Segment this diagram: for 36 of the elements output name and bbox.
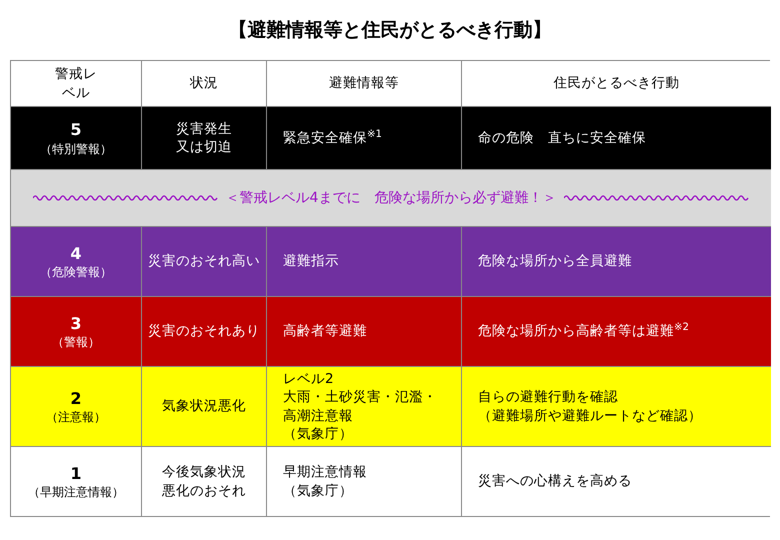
cell-text: 災害発生又は切迫 — [175, 120, 233, 156]
cell-text: 3 — [70, 312, 82, 334]
cell-text: 災害のおそれ高い — [148, 252, 260, 271]
cell-text: （避難場所や避難ルートなど確認） — [478, 406, 702, 425]
cell-text: 自らの避難行動を確認 — [478, 388, 618, 406]
cell-text: （警報） — [52, 334, 100, 350]
cell-text: 高齢者等避難 — [283, 322, 367, 341]
cell-text: 警戒レベル — [54, 65, 98, 102]
cell-text: 危険な場所から全員避難 — [478, 252, 632, 271]
cell-text: （危険警報） — [40, 264, 112, 280]
cell-text: 緊急安全確保$^{※1}$ — [283, 128, 382, 148]
cell-text: 危険な場所から高齢者等は避難$^{※2}$ — [478, 322, 689, 341]
cell-text: 5 — [70, 119, 82, 141]
cell-text: 避難情報等 — [329, 74, 399, 93]
cell-text: 今後気象状況悪化のおそれ — [161, 463, 247, 500]
cell-text: （気象庁） — [283, 424, 353, 443]
cell-text: （気象庁） — [283, 482, 353, 500]
cell-text: 2 — [70, 388, 82, 410]
cell-text: 避難指示 — [283, 252, 339, 271]
cell-text: ＜警戒レベル4までに 危険な場所から必ず避難！＞ — [226, 188, 556, 208]
cell-text: 4 — [70, 242, 82, 264]
cell-text: （早期注意情報） — [28, 484, 124, 500]
cell-text: 状況 — [190, 74, 218, 93]
cell-text: （特別警報） — [40, 140, 112, 157]
cell-text: 住民がとるべき行動 — [554, 74, 680, 93]
cell-text: 命の危険 直ちに安全確保 — [478, 128, 646, 148]
cell-text: 災害への心構えを高める — [478, 472, 632, 491]
title: 【避難情報等と住民がとるべき行動】 — [228, 18, 552, 43]
cell-text: 高潮注意報 — [283, 406, 353, 425]
cell-text: 1 — [70, 462, 82, 484]
cell-text: 気象状況悪化 — [162, 397, 246, 416]
cell-text: 早期注意情報 — [283, 463, 367, 482]
cell-text: 災害のおそれあり — [148, 322, 260, 341]
cell-text: 大雨・土砂災害・氾濫・ — [283, 388, 437, 406]
cell-text: （注意報） — [46, 409, 106, 426]
cell-text: レベル2 — [283, 370, 334, 388]
